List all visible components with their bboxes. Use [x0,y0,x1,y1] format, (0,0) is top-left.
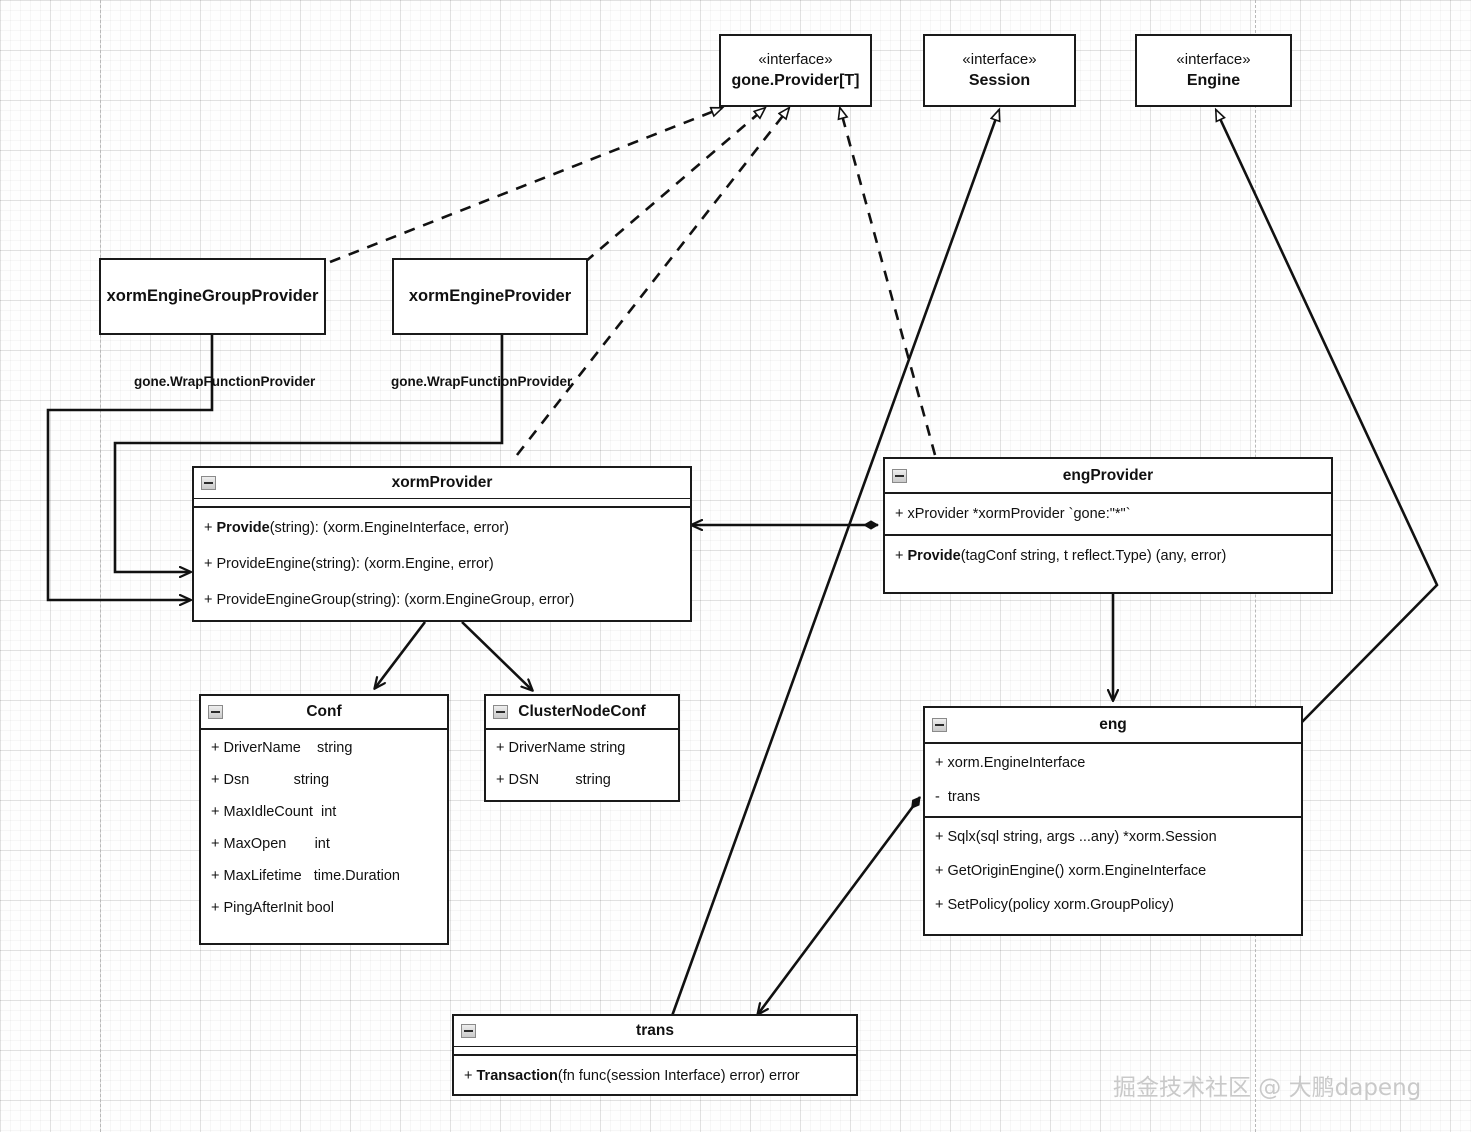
class-title-bar: Conf [201,696,447,730]
stereotype-label: «interface» [962,51,1037,68]
member-row: + MaxLifetime time.Duration [211,868,400,884]
member-row: + xorm.EngineInterface [935,755,1086,771]
method-compartment: + Provide(tagConf string, t reflect.Type… [885,534,1331,576]
member-row: + Dsn string [211,772,330,788]
member-row: + PingAfterInit bool [211,900,334,916]
attribute-compartment: + DriverName string + DSN string [486,730,678,798]
class-eng[interactable]: eng + xorm.EngineInterface - trans + Sql… [923,706,1303,936]
class-conf[interactable]: Conf + DriverName string + Dsn string + … [199,694,449,945]
node-xorm-engine-provider[interactable]: xormEngineProvider [392,258,588,335]
edge-realization-groupprovider [329,106,722,264]
stereotype-label: «interface» [758,51,833,68]
member-row: + xProvider *xormProvider `gone:"*"` [895,506,1131,522]
member-row: - trans [935,789,981,805]
member-row: + Provide(tagConf string, t reflect.Type… [895,548,1227,564]
method-compartment: + Provide(string): (xorm.EngineInterface… [194,508,690,620]
class-name: engProvider [1062,466,1154,484]
minus-collapse-icon[interactable] [493,705,508,719]
edge-assoc-xormprovider-clusternodeconf [461,621,532,690]
interface-name: gone.Provider[T] [731,72,860,89]
node-label: xormEngineGroupProvider [106,287,319,305]
class-title-bar: xormProvider [194,468,690,498]
interface-session[interactable]: «interface» Session [923,34,1076,107]
class-name: xormProvider [391,474,493,491]
class-cluster-node-conf[interactable]: ClusterNodeConf + DriverName string + DS… [484,694,680,802]
minus-collapse-icon[interactable] [208,705,223,719]
method-compartment: + Transaction(fn func(session Interface)… [454,1056,856,1096]
attribute-compartment: + xProvider *xormProvider `gone:"*"` [885,494,1331,534]
edge-label-wrap-function-provider-2: gone.WrapFunctionProvider [391,374,573,389]
member-row: + Provide(string): (xorm.EngineInterface… [204,520,510,536]
class-xorm-provider[interactable]: xormProvider + Provide(string): (xorm.En… [192,466,692,622]
edge-realization-engineprovider [584,108,765,263]
class-title-bar: trans [454,1016,856,1046]
member-row: + GetOriginEngine() xorm.EngineInterface [935,863,1207,879]
member-row: + MaxOpen int [211,836,330,852]
class-title-bar: eng [925,708,1301,744]
minus-collapse-icon[interactable] [201,476,216,490]
member-row: + MaxIdleCount int [211,804,337,820]
method-compartment: + Sqlx(sql string, args ...any) *xorm.Se… [925,816,1301,924]
member-row: + ProvideEngineGroup(string): (xorm.Engi… [204,592,575,608]
class-eng-provider[interactable]: engProvider + xProvider *xormProvider `g… [883,457,1333,594]
edge-assoc-xormprovider-conf [375,621,427,688]
member-row: + DSN string [496,772,611,788]
class-name: trans [636,1022,674,1039]
interface-name: Session [968,72,1031,89]
page-break-line-left [100,0,101,1132]
member-row: + DriverName string [211,740,353,756]
edge-generalization-eng-engine [1214,110,1439,723]
class-name: Conf [306,703,342,720]
minus-collapse-icon[interactable] [461,1024,476,1038]
watermark-text: 掘金技术社区 @ 大鹏dapeng [1113,1075,1422,1101]
interface-engine[interactable]: «interface» Engine [1135,34,1292,107]
stereotype-label: «interface» [1176,51,1251,68]
interface-name: Engine [1186,72,1241,89]
empty-attribute-compartment [194,498,690,508]
empty-attribute-compartment [454,1046,856,1056]
class-title-bar: ClusterNodeConf [486,696,678,730]
attribute-compartment: + xorm.EngineInterface - trans [925,744,1301,816]
class-name: ClusterNodeConf [518,703,646,720]
member-row: + SetPolicy(policy xorm.GroupPolicy) [935,897,1174,913]
minus-collapse-icon[interactable] [892,468,907,483]
node-label: xormEngineProvider [408,287,572,305]
edge-realization-engprovider [840,108,937,456]
interface-gone-provider[interactable]: «interface» gone.Provider[T] [719,34,872,107]
member-row: + Transaction(fn func(session Interface)… [464,1068,800,1084]
member-row: + DriverName string [496,740,626,756]
edge-composition-eng-trans [758,797,922,1014]
class-trans[interactable]: trans + Transaction(fn func(session Inte… [452,1014,858,1096]
node-xorm-engine-group-provider[interactable]: xormEngineGroupProvider [99,258,326,335]
attribute-compartment: + DriverName string + Dsn string + MaxId… [201,730,447,926]
member-row: + Sqlx(sql string, args ...any) *xorm.Se… [935,829,1217,845]
edge-label-wrap-function-provider-1: gone.WrapFunctionProvider [134,374,316,389]
minus-collapse-icon[interactable] [932,718,947,732]
class-title-bar: engProvider [885,459,1331,494]
member-row: + ProvideEngine(string): (xorm.Engine, e… [204,556,494,572]
class-name: eng [1099,716,1127,733]
